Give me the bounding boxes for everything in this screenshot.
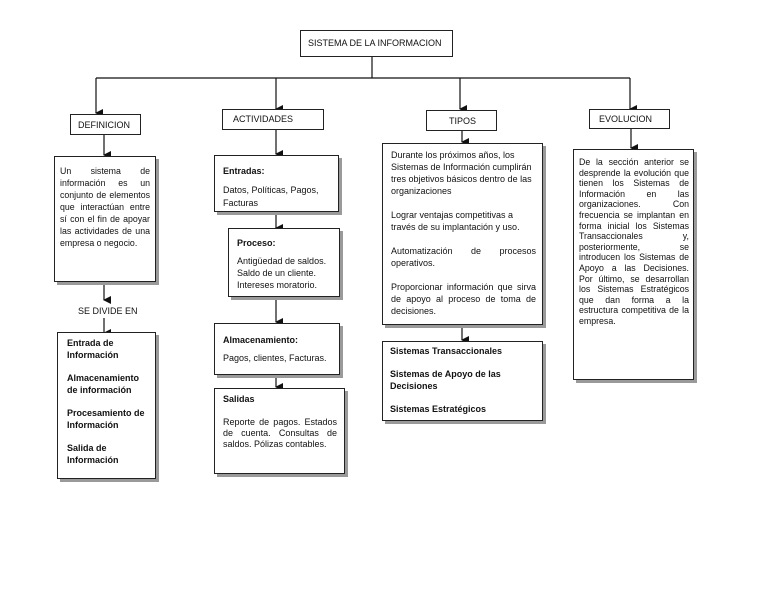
proceso-box: Proceso: Antigüedad de saldos. Saldo de … — [228, 228, 340, 297]
proceso-line-3: Intereses moratorio. — [237, 280, 318, 290]
definicion-text-box: Un sistema de información es un conjunto… — [54, 156, 156, 282]
entradas-text: Datos, Políticas, Pagos, Facturas — [223, 185, 319, 208]
salidas-text: Reporte de pagos. Estados de cuenta. Con… — [223, 417, 337, 449]
tipos-item-3: Sistemas Estratégicos — [390, 404, 487, 414]
salidas-title: Salidas — [223, 394, 255, 404]
proceso-line-1: Antigüedad de saldos. — [237, 256, 327, 266]
actividades-header-box: ACTIVIDADES — [222, 109, 324, 130]
definicion-item-3: Procesamiento de Información — [67, 408, 145, 430]
definicion-items-box: Entrada de Información Almacenamiento de… — [57, 332, 156, 479]
tipos-paragraph-1: Durante los próximos años, los Sistemas … — [391, 150, 532, 196]
definicion-item-1: Entrada de Información — [67, 338, 119, 360]
tipos-item-2: Sistemas de Apoyo de las Decisiones — [390, 369, 501, 391]
proceso-line-2: Saldo de un cliente. — [237, 268, 317, 278]
divide-label: SE DIVIDE EN — [78, 306, 138, 316]
almacenamiento-text: Pagos, clientes, Facturas. — [223, 353, 327, 363]
evolucion-text-box: De la sección anterior se desprende la e… — [573, 149, 694, 380]
tipos-paragraph-4: Proporcionar información que sirva de ap… — [391, 282, 536, 316]
tipos-header: TIPOS — [449, 116, 477, 126]
definicion-header-box: DEFINICION — [70, 114, 141, 135]
tipos-paragraph-2: Lograr ventajas competitivas a través de… — [391, 210, 520, 232]
almacenamiento-box: Almacenamiento: Pagos, clientes, Factura… — [214, 323, 340, 375]
tipos-header-box: TIPOS — [426, 110, 497, 131]
definicion-item-2: Almacenamiento de información — [67, 373, 140, 395]
root-title: SISTEMA DE LA INFORMACION — [308, 38, 442, 48]
tipos-text-box: Durante los próximos años, los Sistemas … — [382, 143, 543, 325]
definicion-text: Un sistema de información es un conjunto… — [60, 166, 150, 248]
root-box: SISTEMA DE LA INFORMACION — [300, 30, 453, 57]
entradas-box: Entradas: Datos, Políticas, Pagos, Factu… — [214, 155, 339, 212]
tipos-paragraph-3: Automatización de procesos operativos. — [391, 246, 536, 268]
evolucion-header: EVOLUCION — [599, 114, 653, 124]
tipos-item-1: Sistemas Transaccionales — [390, 346, 503, 356]
definicion-item-4: Salida de Información — [67, 443, 119, 465]
actividades-header: ACTIVIDADES — [233, 114, 294, 124]
entradas-title: Entradas: — [223, 166, 265, 176]
definicion-header: DEFINICION — [78, 120, 131, 130]
tipos-paragraphs: Durante los próximos años, los Sistemas … — [391, 149, 536, 317]
proceso-title: Proceso: — [237, 238, 276, 248]
evolucion-header-box: EVOLUCION — [589, 109, 670, 129]
salidas-box: Salidas Reporte de pagos. Estados de cue… — [214, 388, 345, 474]
almacenamiento-title: Almacenamiento: — [223, 335, 299, 345]
evolucion-text: De la sección anterior se desprende la e… — [579, 157, 689, 326]
tipos-items-box: Sistemas Transaccionales Sistemas de Apo… — [382, 341, 543, 421]
